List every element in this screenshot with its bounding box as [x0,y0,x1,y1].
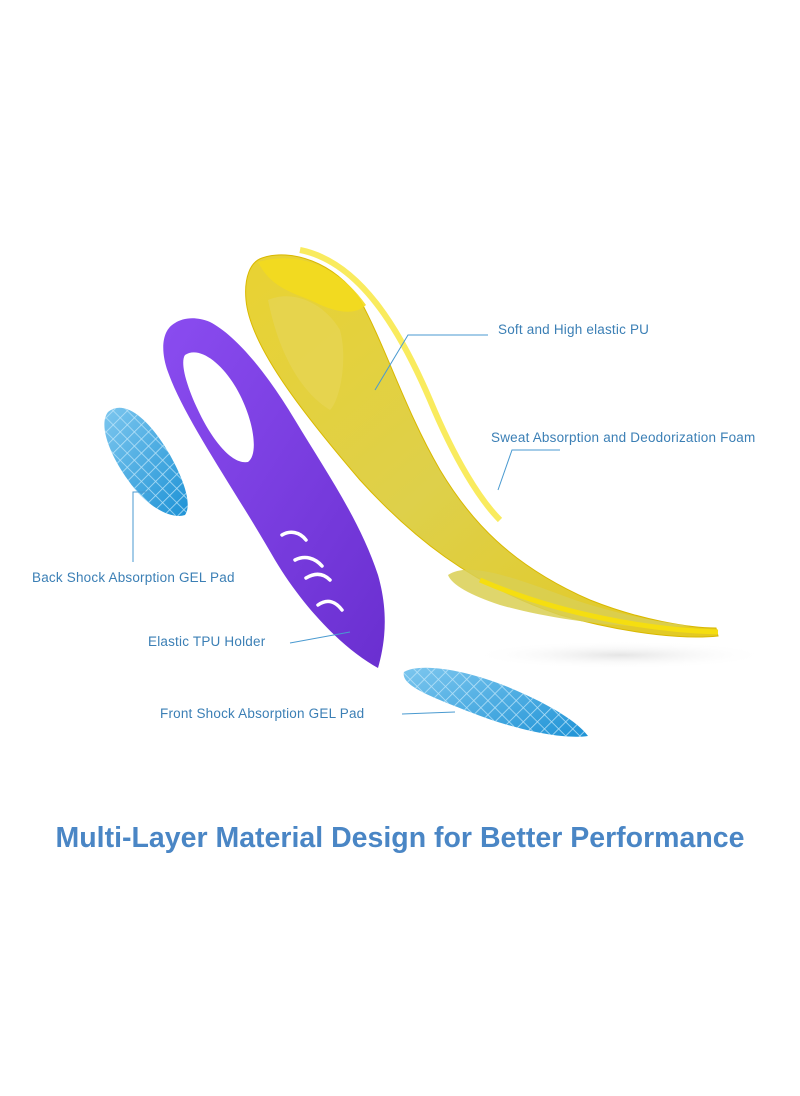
callout-soft-pu: Soft and High elastic PU [498,322,650,337]
headline: Multi-Layer Material Design for Better P… [55,822,745,854]
leader-tpu-holder [289,631,351,644]
back-gel-pad [104,407,188,516]
insole-exploded-illustration [104,247,770,737]
pu-insole-layer [245,247,719,638]
callout-sweat-foam: Sweat Absorption and Deodorization Foam [491,430,756,445]
callout-front-gel: Front Shock Absorption GEL Pad [160,706,365,721]
leader-front-gel [401,711,456,715]
leader-lines [132,334,560,715]
leader-soft-pu [374,334,488,391]
insole-shadow [470,641,770,669]
leader-sweat-foam [497,449,560,491]
callout-tpu-holder: Elastic TPU Holder [148,634,266,649]
leader-back-gel [132,491,150,562]
callout-back-gel: Back Shock Absorption GEL Pad [32,570,235,585]
front-gel-pad [403,667,588,737]
tpu-holder-layer [163,318,385,668]
